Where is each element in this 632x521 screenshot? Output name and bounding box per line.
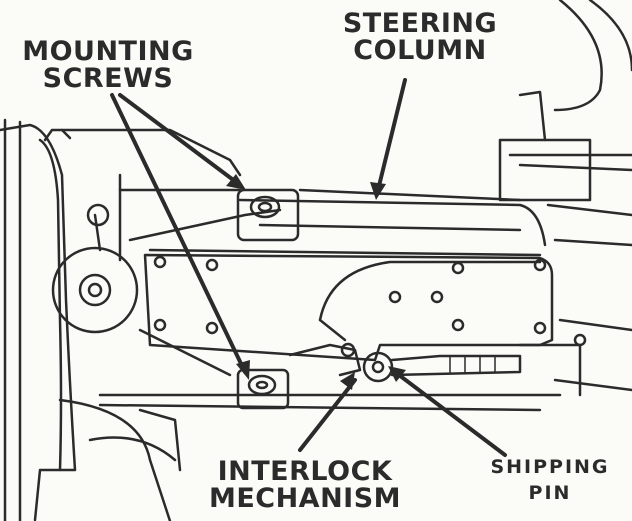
mounting-screws-label: MOUNTING SCREWS (8, 38, 208, 92)
callout-arrows (110, 78, 507, 457)
lower-bracket (236, 368, 290, 410)
shipping-pin-line1: SHIPPING (490, 456, 610, 478)
steering-column-line1: STEERING (342, 8, 498, 39)
column-frame (60, 128, 547, 262)
interlock-mechanism-line2: MECHANISM (208, 483, 402, 514)
lower-rim (58, 398, 182, 521)
upper-bracket (236, 188, 300, 242)
interlock-mechanism-label: INTERLOCK MECHANISM (200, 458, 410, 512)
steering-column-label: STEERING COLUMN (320, 10, 520, 64)
shipping-pin-label: SHIPPING PIN (475, 455, 625, 506)
mounting-screws-line1: MOUNTING (22, 36, 194, 67)
arrowheads (226, 174, 406, 390)
shipping-pin-line2: PIN (528, 481, 572, 504)
mounting-screws-line2: SCREWS (42, 63, 174, 94)
lower-housing (98, 253, 562, 412)
interlock-mechanism-line1: INTERLOCK (217, 456, 393, 487)
interlock-assembly (288, 342, 582, 397)
steering-wheel (0, 118, 139, 521)
steering-column-line2: COLUMN (353, 35, 487, 66)
